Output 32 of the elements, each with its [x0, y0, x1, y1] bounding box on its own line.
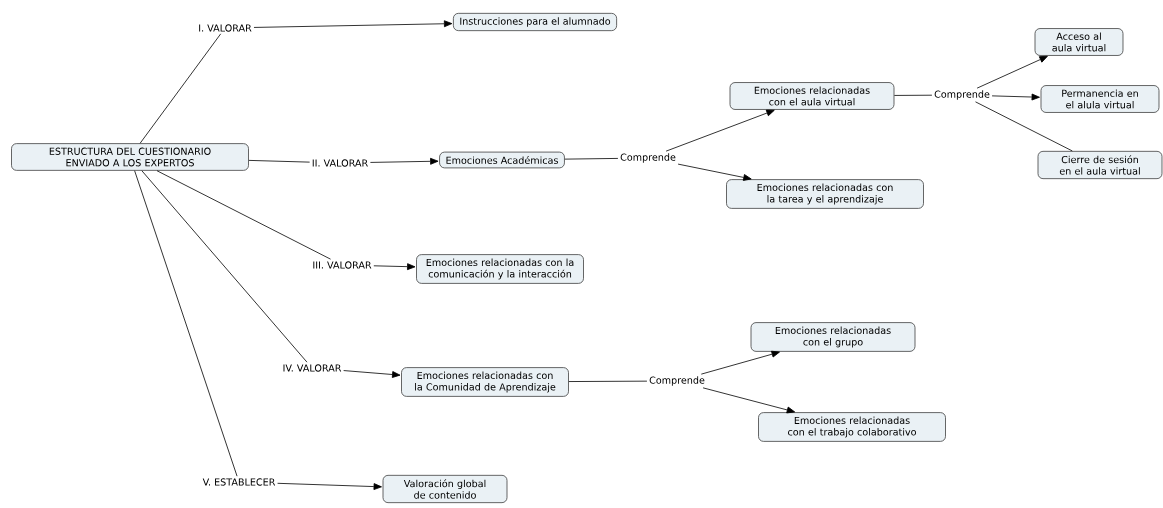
concept-box: ESTRUCTURA DEL CUESTIONARIO ENVIADO A LOS EXPERTOS	[11, 143, 249, 171]
concept-box: Emociones relacionadas con el grupo	[750, 322, 916, 352]
concept-box: Emociones relacionadas con la Comunidad de Aprendizaje	[401, 367, 569, 397]
linking-phrase: Comprende	[934, 90, 990, 100]
concept-box: Permanencia en el alula virtual	[1040, 85, 1160, 113]
arrow	[370, 157, 439, 165]
concept-box: Valoración global de contenido	[382, 474, 508, 504]
concept-box: Emociones Académicas	[439, 151, 565, 169]
arrow	[700, 350, 780, 375]
linking-phrase: IV. VALORAR	[283, 364, 342, 372]
arrow	[677, 163, 752, 181]
arrow	[373, 263, 416, 271]
linking-phrase: I. VALORAR	[199, 24, 252, 32]
arrow	[277, 482, 382, 490]
concept-box: Cierre de sesión en el aula virtual	[1037, 150, 1163, 180]
concept-box: Emociones relacionadas con el trabajo colaborativo	[758, 412, 946, 442]
arrow	[665, 109, 775, 152]
linking-phrase: III. VALORAR	[313, 261, 372, 269]
linking-phrase: II. VALORAR	[312, 159, 368, 167]
linking-phrase: Comprende	[620, 153, 676, 163]
concept-box: Emociones relacionadas con la tarea y el aprendizaje	[726, 179, 924, 209]
concept-box: Instrucciones para el alumnado	[453, 12, 618, 32]
arrow	[991, 93, 1040, 101]
concept-box: Acceso al aula virtual	[1034, 28, 1124, 56]
concept-box: Emociones relacionadas con el aula virtual	[729, 82, 895, 110]
linking-phrase: Comprende	[649, 376, 705, 386]
arrow	[702, 387, 796, 414]
arrow	[343, 370, 401, 378]
concept-box: Emociones relacionadas con la comunicación y la interacción	[416, 254, 584, 284]
linking-phrase: V. ESTABLECER	[202, 478, 276, 486]
arrow	[976, 55, 1048, 89]
arrow	[253, 20, 453, 28]
